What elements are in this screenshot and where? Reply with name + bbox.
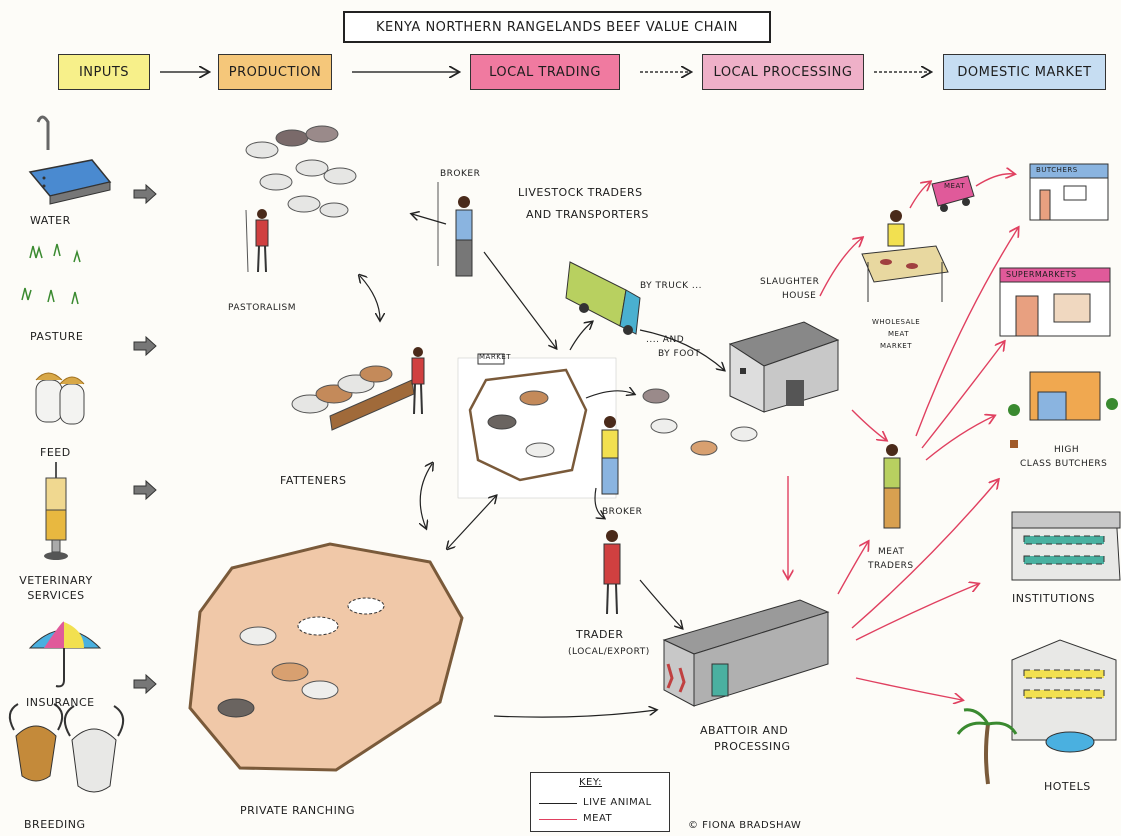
breeding-cattle-icon	[8, 703, 125, 793]
pasture-icon	[21, 243, 81, 305]
stage-domestic-market: DOMESTIC MARKET	[943, 54, 1106, 90]
broker-top-figure	[437, 182, 473, 277]
stage-production: PRODUCTION	[218, 54, 332, 90]
label-by-truck: BY TRUCK ...	[640, 281, 703, 291]
input-label-feed: FEED	[40, 446, 71, 459]
label-fatteners: FATTENERS	[280, 474, 347, 487]
label-hotels: HOTELS	[1044, 780, 1091, 793]
meat-flow-arrows	[788, 174, 1018, 700]
private-ranch	[188, 542, 464, 772]
legend-live-label: LIVE ANIMAL	[583, 797, 652, 808]
feed-icon	[35, 372, 85, 425]
legend-key: KEY: LIVE ANIMAL MEAT	[530, 772, 670, 832]
market-sign: MARKET	[479, 353, 511, 361]
abattoir-building	[662, 599, 830, 707]
input-arrows	[133, 183, 157, 695]
broker-mid-figure	[601, 416, 619, 495]
label-by-foot-2: BY FOOT	[658, 349, 701, 359]
label-high-class-1: HIGH	[1054, 445, 1080, 455]
insurance-umbrella-icon	[28, 621, 102, 688]
label-high-class-2: CLASS BUTCHERS	[1020, 459, 1108, 469]
legend-meat-line	[539, 819, 577, 820]
input-label-breeding: BREEDING	[24, 818, 86, 831]
diagram-title: KENYA NORTHERN RANGELANDS BEEF VALUE CHA…	[343, 11, 771, 43]
wholesale-meat-market	[861, 210, 949, 302]
label-private-ranching: PRIVATE RANCHING	[240, 804, 356, 817]
legend-title: KEY:	[579, 777, 603, 788]
veterinary-syringe-icon	[44, 462, 68, 560]
livestock-truck	[565, 261, 641, 335]
label-slaughter-2: HOUSE	[782, 291, 817, 301]
pastoralism-herd	[245, 125, 357, 218]
herder-figure	[245, 209, 269, 273]
label-wholesale-2: MEAT	[888, 330, 909, 338]
input-label-water: WATER	[30, 214, 71, 227]
label-by-foot-1: .... AND	[646, 335, 685, 345]
slaughter-house	[728, 321, 840, 413]
label-broker-top: BROKER	[440, 169, 481, 179]
fatteners-cattle	[291, 347, 425, 431]
market-pen	[457, 353, 617, 499]
animals-by-foot	[642, 388, 758, 456]
label-wholesale-1: WHOLESALE	[872, 318, 921, 326]
butchers-sign: BUTCHERS	[1036, 166, 1078, 174]
label-traders-line2: AND TRANSPORTERS	[526, 208, 649, 221]
meat-van	[931, 175, 975, 212]
water-icon	[28, 115, 112, 205]
supermarkets-sign: SUPERMARKETS	[1006, 270, 1077, 279]
label-trader-line2: (LOCAL/EXPORT)	[568, 647, 650, 657]
label-abattoir-1: ABATTOIR AND	[700, 724, 789, 737]
butchers-building	[1029, 163, 1109, 221]
label-meat-traders-2: TRADERS	[868, 561, 914, 571]
label-pastoralism: PASTORALISM	[228, 303, 296, 313]
legend-meat-label: MEAT	[583, 813, 613, 824]
label-traders-line1: LIVESTOCK TRADERS	[518, 186, 643, 199]
meat-trader-figure	[883, 444, 901, 529]
label-abattoir-2: PROCESSING	[714, 740, 791, 753]
trader-figure	[603, 530, 621, 615]
live-animal-flow-arrows	[360, 214, 724, 718]
institutions-building	[1011, 511, 1121, 581]
stage-local-processing: LOCAL PROCESSING	[702, 54, 864, 90]
high-class-butchers-building	[1008, 371, 1118, 448]
label-broker-mid: BROKER	[602, 507, 643, 517]
supermarkets-building	[999, 267, 1111, 337]
label-wholesale-3: MARKET	[880, 342, 912, 350]
label-trader-line1: TRADER	[576, 628, 624, 641]
legend-live-line	[539, 803, 577, 804]
stage-local-trading: LOCAL TRADING	[470, 54, 620, 90]
credit-text: © FIONA BRADSHAW	[688, 820, 802, 831]
label-meat-traders-1: MEAT	[878, 547, 905, 557]
label-institutions: INSTITUTIONS	[1012, 592, 1096, 605]
label-slaughter-1: SLAUGHTER	[760, 277, 820, 287]
van-sign: MEAT	[944, 182, 965, 190]
hotels-building	[956, 639, 1117, 785]
input-label-insurance: INSURANCE	[26, 696, 95, 709]
input-label-veterinary: VETERINARY SERVICES	[19, 574, 93, 602]
input-label-pasture: PASTURE	[30, 330, 84, 343]
stage-inputs: INPUTS	[58, 54, 150, 90]
